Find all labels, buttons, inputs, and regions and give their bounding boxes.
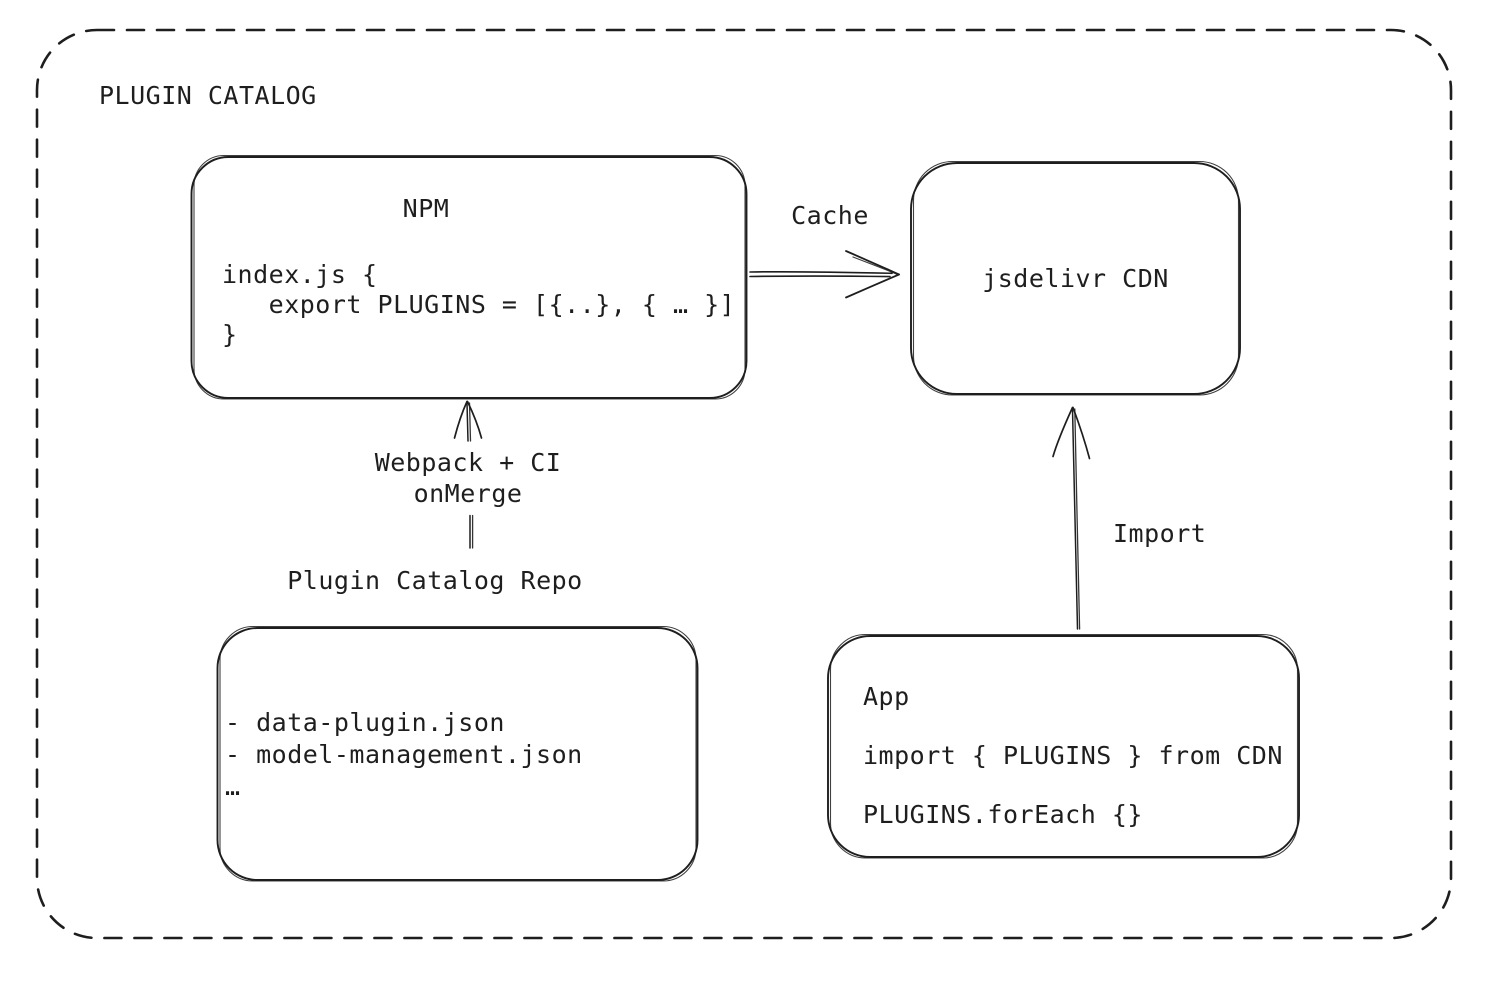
npm-box-title: NPM (402, 194, 450, 223)
repo-file-list: - data-plugin.json - model-management.js… (225, 708, 583, 801)
app-box (827, 633, 1300, 859)
cdn-box-label: jsdelivr CDN (982, 264, 1169, 293)
repo-box (216, 625, 699, 882)
import-arrow (1052, 406, 1091, 630)
app-box-title: App (863, 682, 910, 711)
npm-code: index.js { export PLUGINS = [{..}, { … }… (222, 260, 736, 349)
import-arrow-label: Import (1113, 519, 1207, 548)
build-arrow-label: Webpack + CI onMerge (374, 448, 562, 508)
diagram-title: PLUGIN CATALOG (99, 81, 317, 110)
build-arrow (453, 400, 483, 549)
catalog-boundary-border (35, 28, 1453, 940)
repo-box-label: Plugin Catalog Repo (287, 566, 583, 595)
npm-box (190, 154, 748, 400)
cache-arrow (749, 250, 900, 299)
cache-arrow-label: Cache (791, 201, 869, 230)
cdn-box (910, 160, 1241, 396)
app-code: import { PLUGINS } from CDN PLUGINS.forE… (863, 741, 1283, 829)
